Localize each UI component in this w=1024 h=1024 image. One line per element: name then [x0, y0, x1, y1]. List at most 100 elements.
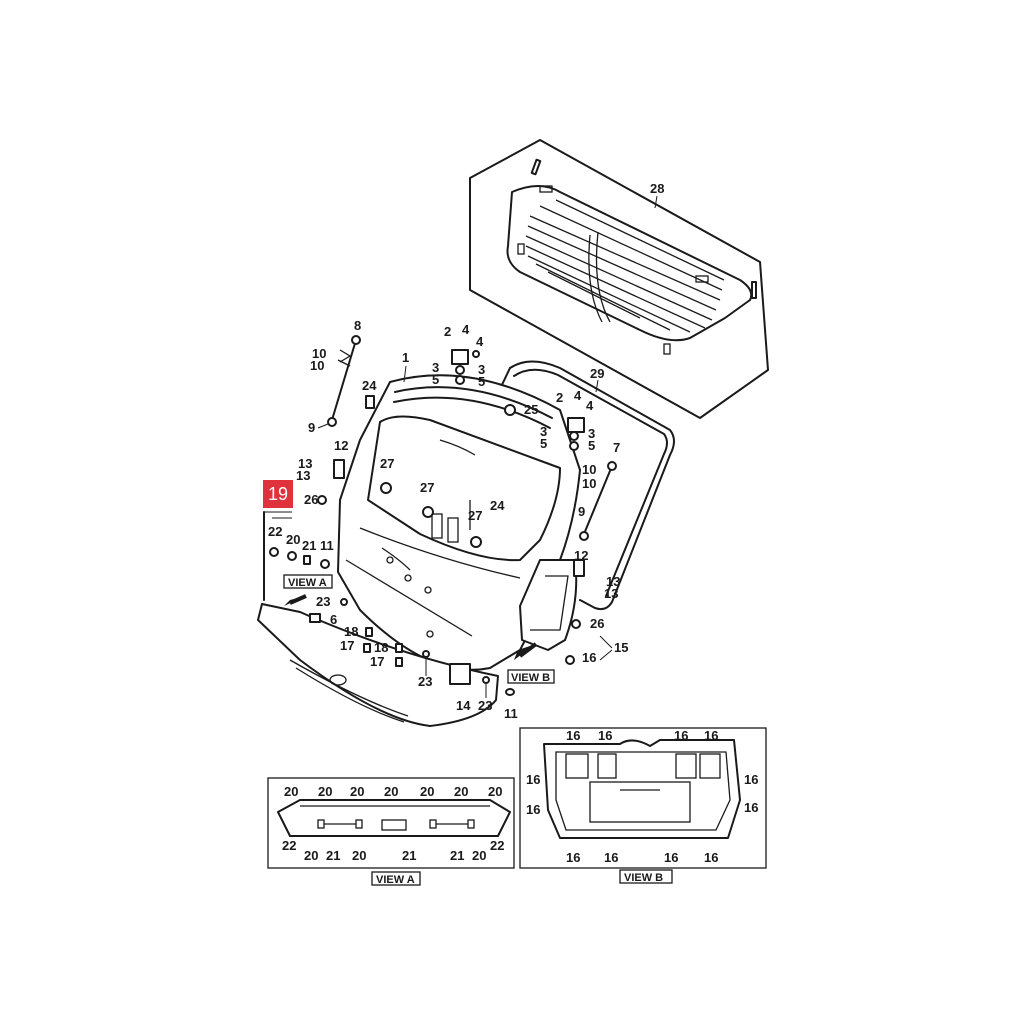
label-3c: 3 — [540, 424, 547, 439]
va-21-2: 21 — [402, 848, 416, 863]
label-9a: 9 — [308, 420, 315, 435]
label-23c: 23 — [478, 698, 492, 713]
label-17b: 17 — [370, 654, 384, 669]
label-7: 7 — [613, 440, 620, 455]
va-20-3: 20 — [350, 784, 364, 799]
label-5b: 5 — [478, 374, 485, 389]
va-21-3: 21 — [450, 848, 464, 863]
vb-16-4: 16 — [704, 728, 718, 743]
highlight-callout-19[interactable]: 19 — [263, 480, 293, 508]
va-20-9: 20 — [352, 848, 366, 863]
label-10d: 10 — [582, 476, 596, 491]
label-3a: 3 — [432, 360, 439, 375]
label-10b: 10 — [310, 358, 324, 373]
va-20-6: 20 — [454, 784, 468, 799]
label-28: 28 — [650, 181, 664, 196]
label-13c: 13 — [606, 574, 620, 589]
va-20-10: 20 — [472, 848, 486, 863]
view-b-tag — [507, 669, 555, 684]
label-12a: 12 — [334, 438, 348, 453]
label-5c: 5 — [540, 436, 547, 451]
vb-16-10: 16 — [604, 850, 618, 865]
hinge-right — [567, 417, 585, 451]
vb-16-5: 16 — [526, 772, 540, 787]
label-16-main: 16 — [582, 650, 596, 665]
va-20-5: 20 — [420, 784, 434, 799]
label-14: 14 — [456, 698, 471, 713]
label-22: 22 — [268, 524, 282, 539]
label-8: 8 — [354, 318, 361, 333]
vb-16-6: 16 — [526, 802, 540, 817]
view-a-panel — [267, 777, 515, 869]
label-24b: 24 — [490, 498, 505, 513]
view-b-tag-text: VIEW B — [511, 672, 550, 684]
label-5d: 5 — [588, 438, 595, 453]
view-b-title-box — [619, 869, 673, 884]
label-11a: 11 — [320, 538, 334, 553]
strut-left — [327, 335, 361, 427]
label-17a: 17 — [340, 638, 354, 653]
label-23a: 23 — [316, 594, 330, 609]
label-18b: 18 — [374, 640, 388, 655]
va-22-1: 22 — [282, 838, 296, 853]
label-18a: 18 — [344, 624, 358, 639]
va-20-1: 20 — [284, 784, 298, 799]
label-12b: 12 — [574, 548, 588, 563]
rear-glass — [469, 139, 769, 419]
vb-16-11: 16 — [664, 850, 678, 865]
label-25: 25 — [524, 402, 538, 417]
label-4d: 4 — [586, 398, 594, 413]
label-27b: 27 — [420, 480, 434, 495]
label-23b: 23 — [418, 674, 432, 689]
vb-16-2: 16 — [598, 728, 612, 743]
label-4c: 4 — [574, 388, 582, 403]
label-27c: 27 — [468, 508, 482, 523]
garnish-assembly — [257, 511, 499, 727]
label-24a: 24 — [362, 378, 377, 393]
va-21-1: 21 — [326, 848, 340, 863]
vb-16-12: 16 — [704, 850, 718, 865]
vb-16-1: 16 — [566, 728, 580, 743]
va-20-4: 20 — [384, 784, 398, 799]
strut-right — [579, 461, 617, 541]
vb-16-7: 16 — [744, 772, 758, 787]
back-door — [337, 374, 581, 671]
view-a-tag — [283, 574, 333, 589]
va-20-2: 20 — [318, 784, 332, 799]
label-3b: 3 — [478, 362, 485, 377]
label-26a: 26 — [304, 492, 318, 507]
view-b-title: VIEW B — [624, 872, 663, 884]
va-20-8: 20 — [304, 848, 318, 863]
va-22-2: 22 — [490, 838, 504, 853]
va-20-7: 20 — [488, 784, 502, 799]
label-5a: 5 — [432, 372, 439, 387]
label-29: 29 — [590, 366, 604, 381]
hinge-left — [451, 349, 480, 385]
label-10a: 10 — [312, 346, 326, 361]
label-6: 6 — [330, 612, 337, 627]
label-11b: 11 — [504, 706, 518, 721]
view-a-title: VIEW A — [376, 874, 415, 886]
vb-16-3: 16 — [674, 728, 688, 743]
label-20: 20 — [286, 532, 300, 547]
label-3d: 3 — [588, 426, 595, 441]
label-13a: 13 — [298, 456, 312, 471]
view-a-title-box — [371, 871, 421, 886]
label-26b: 26 — [590, 616, 604, 631]
label-2b: 2 — [556, 390, 563, 405]
label-15: 15 — [614, 640, 628, 655]
view-a-tag-text: VIEW A — [288, 577, 327, 589]
label-4b: 4 — [476, 334, 484, 349]
label-4a: 4 — [462, 322, 470, 337]
label-9b: 9 — [578, 504, 585, 519]
vb-16-8: 16 — [744, 800, 758, 815]
vb-16-9: 16 — [566, 850, 580, 865]
label-13b: 13 — [296, 468, 310, 483]
label-10c: 10 — [582, 462, 596, 477]
label-27a: 27 — [380, 456, 394, 471]
label-1: 1 — [402, 350, 409, 365]
view-b-panel — [519, 727, 767, 869]
label-13d: 13 — [604, 586, 618, 601]
label-2a: 2 — [444, 324, 451, 339]
